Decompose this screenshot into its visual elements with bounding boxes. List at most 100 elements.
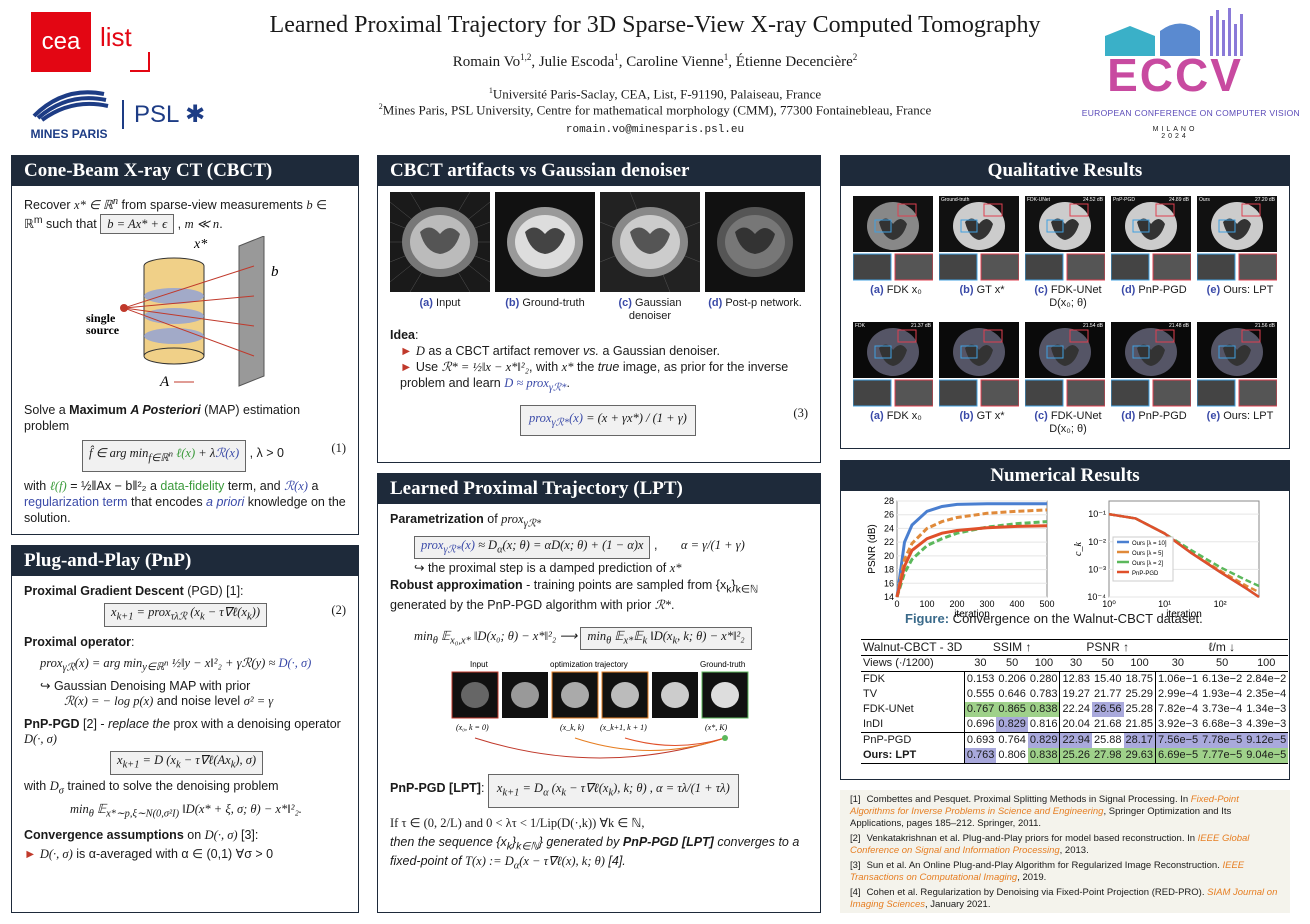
milan-skyline-icon [1105,8,1243,56]
table-cell: 4.39e−3 [1246,718,1287,730]
table-cell: 0.783 [1029,688,1058,700]
mines-wave-icon [32,90,109,122]
robust-equation: minθ 𝔼x₀,x* ‖D(x₀; θ) − x*‖²₂ ⟶ minθ 𝔼x*… [414,626,808,650]
table-cell: 21.85 [1125,718,1154,730]
x-tick-label: 200 [949,599,964,609]
table-cell: 7.82e−4 [1155,702,1201,717]
conv-bullet: ► D(·, σ) is α-averaged with α ∈ (0,1) ∀… [24,846,274,861]
artifacts-title: CBCT artifacts vs Gaussian denoiser [378,156,820,186]
affiliation-1: 1Université Paris-Saclay, CEA, List, F-9… [488,86,822,102]
figure-caption: Figure: Convergence on the Walnut-CBCT d… [905,611,1203,626]
table-cell: 2.84e−2 [1246,673,1287,685]
ct-slice-post-image [705,192,805,292]
svg-text:optimization trajectory: optimization trajectory [550,660,628,669]
plot-area [896,500,1048,598]
qual-psnr: 21.56 dB [1254,323,1275,329]
x-tick-label: 500 [1039,599,1054,609]
qual-tag: Ours [1199,197,1210,203]
table-cell: 25.29 [1125,688,1154,700]
artifact-image-input: (a) Input [389,191,491,323]
lpt-panel: Learned Proximal Trajectory (LPT) Parame… [377,473,821,913]
y-axis-label: c_k [1073,542,1084,556]
table-cell: 1.93e−4 [1202,688,1243,700]
table-cell: 0.829 [1027,732,1060,748]
pgd-heading: Proximal Gradient Descent (PGD) [1]: [24,584,244,598]
table-cell: 25.26 [1059,748,1092,764]
table-cell: 2.99e−4 [1155,687,1201,702]
table-cell: Ours: LPT [863,749,917,761]
cbct-geometry-diagram: x* b single source A [86,236,279,390]
reference-4: [4]Cohen et al. Regularization by Denois… [850,887,1278,910]
svg-text:(x*, K): (x*, K) [705,723,728,732]
map-explanation: with ℓ(f) = ½‖Ax − b‖²₂ a data-fidelity … [24,478,346,525]
param-equation: proxγℛ*(x) ≈ Dα(x; θ) = αD(x; θ) + (1 − … [414,535,808,559]
table-header: SSIM ↑ [992,640,1032,654]
table-cell: TV [863,688,878,700]
table-cell: 28.17 [1123,732,1156,748]
legend-label-2: Ours [λ = 2] [1132,561,1164,567]
series-line-3 [1108,512,1260,599]
pgd-equation: xk+1 = proxτλℛ (xk − τ∇ℓ(xk))(2) [104,603,346,627]
qual-image-qual-row2-3: 21.48 dB [1110,322,1192,412]
map-equation: f̂ ∈ arg minf∈ℝn ℓ(x) + λℛ(x) , λ > 0 (1… [82,440,346,472]
qual-psnr: 24.89 dB [1168,197,1189,203]
qual-psnr: 21.48 dB [1168,323,1189,329]
table-cell: 2.35e−4 [1246,688,1287,700]
table-cell: 1.06e−1 [1155,671,1201,687]
affiliation-2: 2Mines Paris, PSL University, Centre for… [378,102,932,118]
legend-label-1: Ours [λ = 5] [1132,551,1164,557]
reference-1: [1]Combettes and Pesquet. Proximal Split… [850,794,1239,829]
lpt-title: Learned Proximal Trajectory (LPT) [378,474,820,504]
poster-title: Learned Proximal Trajectory for 3D Spars… [269,12,1041,38]
qual-psnr: 21.54 dB [1082,323,1103,329]
y-tick-label: 10⁻¹ [1088,509,1106,519]
table-cell: 6.13e−2 [1202,673,1243,685]
pnp-title: Plug-and-Play (PnP) [12,546,358,576]
reference-3: [3]Sun et al. An Online Plug-and-Play Al… [850,860,1245,883]
cbct-intro: Recover x* ∈ ℝn from sparse-view measure… [24,194,346,235]
table-cell: 7.77e−5 [1200,748,1245,764]
table-cell: 0.646 [998,688,1026,700]
artifacts-panel: CBCT artifacts vs Gaussian denoiser (a) … [377,155,821,463]
table-cell: 9.12e−5 [1244,732,1289,748]
svg-text:Ground-truth: Ground-truth [700,660,745,669]
idea-heading: Idea: [390,328,419,342]
y-tick-label: 10⁻² [1088,537,1106,547]
x-star-label: x* [193,237,207,252]
mines-logo: MINES PARIS [24,86,114,141]
list-logo: list [100,22,132,52]
table-cell: 0.280 [1029,673,1058,685]
qual-image-qual-row2-1 [938,322,1020,412]
table-cell: 22.94 [1059,732,1092,748]
table-cell: 7.56e−5 [1155,732,1201,748]
qual-image-qual-row1-0 [852,196,934,286]
table-cell: PnP-PGD [863,734,912,746]
conv-heading: Convergence assumptions on D(·, σ) [3]: [24,827,259,842]
denoise-note: with Dσ trained to solve the denoising p… [24,778,279,797]
table-cell: 25.28 [1125,703,1154,715]
qual-psnr: 24.52 dB [1082,197,1103,203]
table-cell: 26.56 [1091,702,1124,717]
eccv-logo: ECCV EUROPEAN CONFERENCE ON COMPUTER VIS… [1082,6,1300,146]
param-heading: Parametrization of proxγℛ* [390,512,542,530]
y-tick-label: 10⁻³ [1088,564,1106,574]
authors: Romain Vo1,2, Julie Escoda1, Caroline Vi… [452,52,858,70]
lpt-equation: PnP-PGD [LPT]: xk+1 = Dα (xk − τ∇ℓ(xk), … [390,774,808,808]
table-subheader: 100 [1130,657,1149,669]
qual-image-qual-row2-4: 21.56 dB [1196,322,1278,412]
table-cell: 0.555 [963,687,997,702]
list-logo-corner [130,52,150,72]
x-axis-label: iteration [1166,609,1202,620]
x-tick-label: 10⁰ [1102,599,1116,609]
y-tick-label: 10⁻⁴ [1087,592,1106,602]
qualitative-title: Qualitative Results [841,156,1289,186]
table-cell: 6.69e−5 [1155,748,1201,764]
table-cell: 21.77 [1093,688,1122,700]
